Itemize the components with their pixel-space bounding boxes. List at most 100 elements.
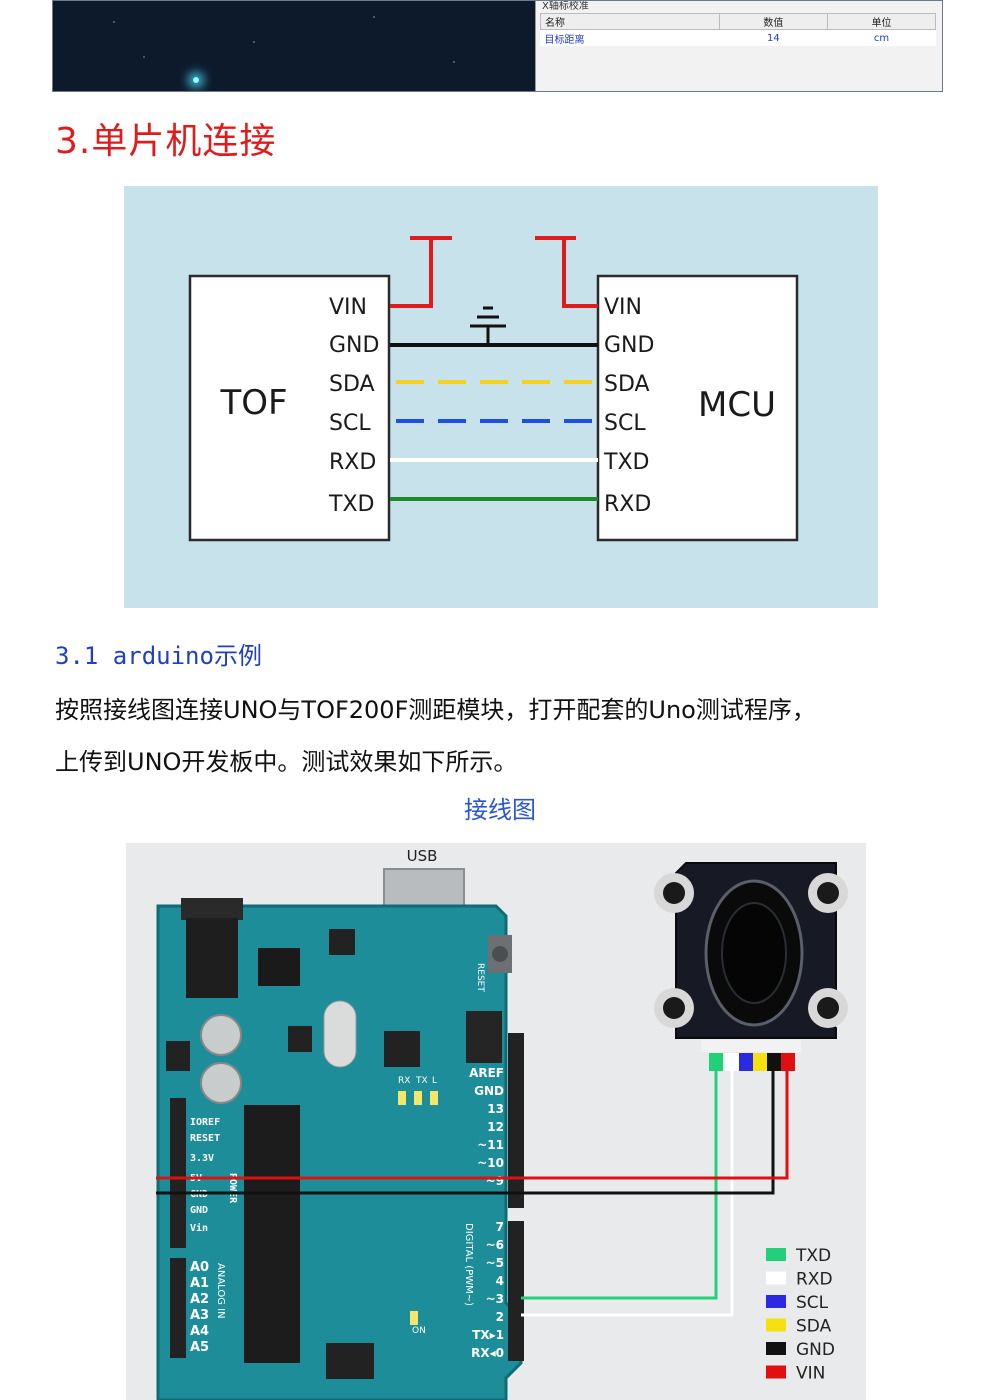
small-chip xyxy=(329,929,355,955)
usb-label: USB xyxy=(407,847,438,865)
pin-label-6: ~6 xyxy=(486,1238,504,1252)
mcu-pin-vin: VIN xyxy=(604,295,642,320)
mcu-module-label: MCU xyxy=(698,385,776,425)
l-led xyxy=(430,1091,438,1105)
pin-label-10: ~10 xyxy=(477,1156,504,1170)
legend-swatch-scl xyxy=(766,1295,786,1308)
figure-caption: 接线图 xyxy=(464,796,536,824)
tof-module-box xyxy=(188,274,391,542)
tof-pin-gnd: GND xyxy=(329,333,379,358)
mount-hole-tl-inner xyxy=(663,882,685,904)
atmega-chip xyxy=(244,1105,300,1363)
pin-label-aref: AREF xyxy=(469,1066,504,1080)
on-led xyxy=(410,1311,418,1325)
digital-header-low xyxy=(508,1221,524,1361)
pin-label-11: ~11 xyxy=(477,1138,504,1152)
pin-label-3: ~3 xyxy=(486,1292,504,1306)
pin-label-a0: A0 xyxy=(190,1260,209,1275)
icsp-header-2 xyxy=(326,1343,374,1379)
col-header-value[interactable]: 数值 xyxy=(718,13,828,30)
legend-label-sda: SDA xyxy=(796,1317,832,1337)
legend-swatch-sda xyxy=(766,1318,786,1332)
tof-lens-inner xyxy=(721,902,787,1004)
data-window: X轴标校准 名称 数值 单位 目标距离 14 cm xyxy=(535,1,942,91)
power-jack-top xyxy=(181,898,243,920)
mcu-pin-rxd: RXD xyxy=(604,492,651,517)
wire-vin xyxy=(156,1053,789,1180)
wire-end-vin xyxy=(781,1053,795,1071)
mount-hole-bl-inner xyxy=(663,997,685,1019)
pin-label-1: TX▸1 xyxy=(472,1328,504,1342)
mcu-pin-txd: TXD xyxy=(603,450,649,475)
voltage-regulator xyxy=(258,948,300,986)
tree-node-label[interactable]: X轴标校准 xyxy=(542,1,589,12)
mount-hole-br-inner xyxy=(817,997,839,1019)
small-ic xyxy=(288,1026,312,1052)
legend-label-gnd: GND xyxy=(796,1340,835,1360)
pin-label-13: 13 xyxy=(487,1102,504,1116)
section-title: 3.单片机连接 xyxy=(55,121,277,162)
cell-unit: cm xyxy=(873,32,890,44)
measurement-table: 名称 数值 单位 目标距离 14 cm xyxy=(540,13,937,47)
instruction-paragraph: 按照接线图连接UNO与TOF200F测距模块，打开配套的Uno测试程序， 上传到… xyxy=(55,684,955,788)
tof-module-label: TOF xyxy=(219,383,287,423)
tof-vin-wire xyxy=(390,236,452,308)
legend-label-vin: VIN xyxy=(796,1364,825,1384)
pin-label-0: RX◂0 xyxy=(471,1346,504,1360)
mount-hole-tr-inner xyxy=(817,882,839,904)
col-header-unit[interactable]: 单位 xyxy=(826,13,937,30)
wiring-illustration: USB IOREF RESET 3.3V 5V GND GND Vin POWE… xyxy=(126,843,866,1400)
pin-label-9: ~9 xyxy=(486,1174,504,1188)
wire-end-rxd xyxy=(725,1053,739,1071)
digital-header-high xyxy=(508,1033,524,1208)
mcu-vin-wire xyxy=(535,236,598,308)
legend-swatch-vin xyxy=(766,1365,786,1379)
table-row[interactable]: 目标距离 14 cm xyxy=(541,30,936,47)
pin-label-a4: A4 xyxy=(190,1324,209,1339)
crystal-oscillator xyxy=(323,1000,357,1068)
pin-label-a2: A2 xyxy=(190,1292,209,1307)
analog-section-label: ANALOG IN xyxy=(215,1263,226,1319)
legend-label-txd: TXD xyxy=(795,1246,831,1266)
tof-pin-rxd: RXD xyxy=(329,450,376,475)
rx-led-label: RX xyxy=(398,1076,410,1086)
diode xyxy=(166,1041,190,1071)
cell-name: 目标距离 xyxy=(544,34,585,46)
wire-end-gnd xyxy=(767,1053,781,1071)
pin-label-a1: A1 xyxy=(190,1276,209,1291)
pin-label-4: 4 xyxy=(496,1274,504,1288)
on-led-label: ON xyxy=(412,1326,426,1336)
paragraph-line-1: 按照接线图连接UNO与TOF200F测距模块，打开配套的Uno测试程序， xyxy=(55,696,816,724)
reset-button-label: RESET xyxy=(475,963,485,992)
wire-gnd xyxy=(156,1053,775,1195)
pin-label-2: 2 xyxy=(496,1310,504,1324)
wire-end-sda xyxy=(753,1053,767,1071)
power-section-label: POWER xyxy=(227,1173,238,1204)
tof-pin-vin: VIN xyxy=(329,295,367,320)
tof-connector xyxy=(701,1040,801,1052)
starfield-screenshot: X轴标校准 名称 数值 单位 目标距离 14 cm xyxy=(52,0,943,92)
analog-header xyxy=(170,1258,186,1358)
pin-label-gnd-digital: GND xyxy=(474,1084,504,1098)
tof-pin-scl: SCL xyxy=(329,411,371,436)
tof-pin-txd: TXD xyxy=(328,492,374,517)
icsp-header xyxy=(466,1011,502,1063)
connection-schematic: TOF MCU VIN GND SDA SCL RXD TXD VIN GND … xyxy=(124,186,878,608)
pin-label-5: ~5 xyxy=(486,1256,504,1270)
tof-pin-sda: SDA xyxy=(329,372,375,397)
pin-label-vin: Vin xyxy=(190,1222,208,1234)
power-header xyxy=(170,1098,186,1248)
mcu-pin-sda: SDA xyxy=(604,372,650,397)
col-header-name[interactable]: 名称 xyxy=(540,13,720,30)
pin-label-gnd2: GND xyxy=(190,1205,208,1216)
glow-star-icon xyxy=(193,77,199,83)
capacitor-1 xyxy=(200,1014,242,1056)
wire-end-txd xyxy=(709,1053,723,1071)
digital-section-label: DIGITAL (PWM~) xyxy=(463,1223,474,1306)
pin-label-reset: RESET xyxy=(190,1133,220,1144)
pin-label-12: 12 xyxy=(487,1120,504,1134)
mcu-module-box xyxy=(596,274,799,542)
pin-label-a3: A3 xyxy=(190,1308,209,1323)
legend-label-scl: SCL xyxy=(796,1293,829,1313)
